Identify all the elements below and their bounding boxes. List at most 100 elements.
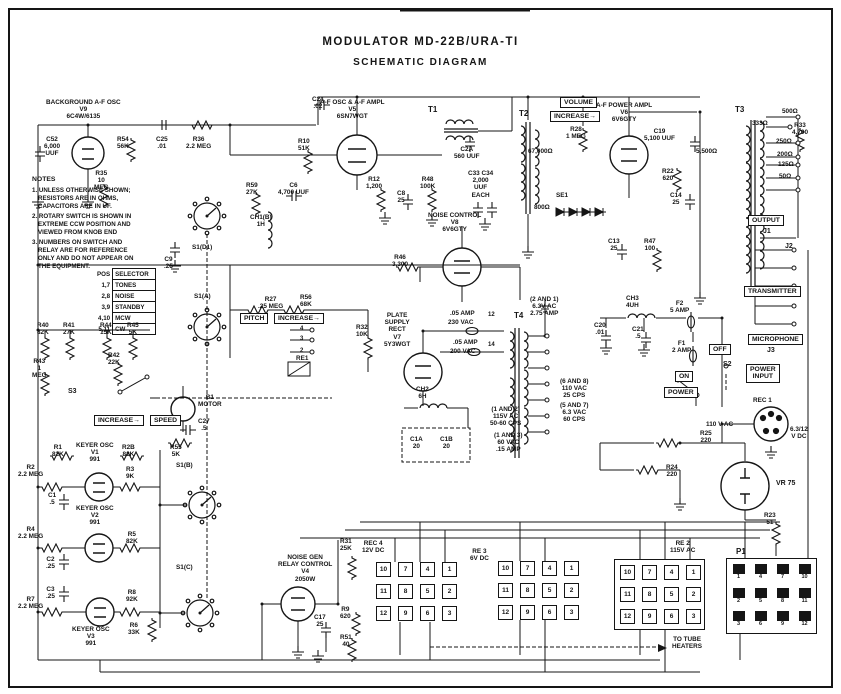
tube-v1	[84, 472, 114, 502]
label-power-box: POWER	[664, 387, 698, 399]
label-r24: R24 220	[666, 464, 678, 479]
label-volume-box: VOLUME	[560, 97, 598, 109]
selector-row-3-pos: 3,9	[101, 303, 111, 311]
label-c8: C8 25	[397, 190, 406, 205]
label-c25: C25 .01	[156, 136, 168, 151]
label-t4: T4	[514, 311, 524, 320]
label-s1c: S1(C)	[176, 564, 193, 571]
label-v110: 110 V AC	[706, 421, 734, 428]
pin-5: 5	[754, 587, 767, 605]
label-c24: C24 .02	[312, 96, 324, 111]
terminal-4: 4	[664, 565, 679, 580]
tube-vr75	[720, 461, 770, 511]
selector-row-4-pos: 4,10	[98, 314, 111, 322]
label-r22: R22 620	[662, 168, 674, 183]
label-r35: R35 10 MEG	[94, 170, 109, 192]
label-tap-50: 50Ω	[779, 173, 792, 180]
label-c1: C1 .5	[48, 492, 57, 507]
label-re1-4: 4	[300, 326, 304, 332]
tube-v4	[280, 586, 316, 622]
notes-heading: NOTES	[32, 176, 56, 183]
tubes	[71, 134, 789, 627]
label-t14: 14	[488, 342, 495, 348]
terminal-4: 4	[420, 562, 435, 577]
label-v1-lbl: KEYER OSC V1 991	[76, 442, 114, 464]
label-r41: R41 27K	[63, 322, 75, 337]
label-c3: C3 .25	[46, 586, 55, 601]
note-item-3: 3. NUMBERS ON SWITCH AND RELAY ARE FOR R…	[32, 239, 134, 271]
label-r40: R40 82K	[37, 322, 49, 337]
label-power-input-box: POWER INPUT	[746, 364, 780, 383]
terminal-7: 7	[642, 565, 657, 580]
label-transmitter-box: TRANSMITTER	[744, 286, 801, 298]
label-v4-lbl: NOISE GEN RELAY CONTROL V4 2050W	[278, 554, 333, 583]
selector-row-2-pos: 2,8	[101, 292, 111, 300]
terminal-4: 4	[542, 561, 557, 576]
terminal-9: 9	[398, 606, 413, 621]
terminal-3: 3	[686, 609, 701, 624]
note-item-1: 1. UNLESS OTHERWISE SHOWN; RESISTORS ARE…	[32, 186, 131, 210]
tube-v9	[71, 136, 105, 170]
label-f2: F2 5 AMP	[670, 300, 690, 315]
terminal-7: 7	[520, 561, 535, 576]
label-s1a: S1(A)	[194, 293, 211, 300]
label-j2: J2	[785, 243, 793, 250]
label-r47: R47 100	[644, 238, 656, 253]
label-w-6-8: (6 AND 8) 110 VAC 25 CPS	[560, 378, 589, 400]
label-f3v: 230 VAC	[448, 319, 474, 326]
label-pitch-box: PITCH	[240, 313, 269, 325]
label-v6312: 6.3/12 V DC	[790, 426, 808, 441]
label-s1b: S1(B)	[176, 462, 193, 469]
terminal-10: 10	[376, 562, 391, 577]
terminal-12: 12	[498, 605, 513, 620]
label-r48: R48 100K	[420, 176, 436, 191]
label-c52: C52 6,000 UUF	[44, 136, 60, 158]
terminal-6: 6	[542, 605, 557, 620]
pin-7: 7	[776, 564, 789, 581]
terminal-2: 2	[686, 587, 701, 602]
pin-3: 3	[732, 611, 745, 628]
label-c2: C2 .25	[46, 556, 55, 571]
label-j1: J1	[763, 228, 771, 235]
label-t12: 12	[488, 312, 495, 318]
label-heaters: TO TUBE HEATERS	[672, 636, 703, 651]
label-r55: R55 5K	[170, 444, 182, 459]
transformer-t1	[444, 119, 478, 141]
label-w-1-2: (1 AND 2) 115V AC 50-60 CPS	[490, 406, 522, 428]
transformer-t2	[520, 122, 540, 214]
label-re1-3: 3	[300, 336, 304, 342]
selector-row-1-mode: TONES	[112, 279, 157, 291]
label-output-box: OUTPUT	[748, 215, 784, 227]
selector-header-pos: POS	[97, 270, 111, 278]
schematic-title: MODULATOR MD-22B/URA-TI	[322, 36, 519, 48]
label-w-1-3: (1 AND 3) 60 VAC .15 AMP	[494, 432, 523, 454]
label-r2b: R2B 82K	[122, 444, 135, 459]
label-r4: R4 2.2 MEG	[18, 526, 44, 541]
note-item-2: 2. ROTARY SWITCH IS SHOWN IN EXTREME CCW…	[32, 213, 132, 237]
tube-v2	[84, 533, 114, 563]
terminal-11: 11	[620, 587, 635, 602]
tube-v5	[336, 134, 378, 176]
label-r5: R5 82K	[126, 531, 138, 546]
label-tap-250: 250Ω	[776, 138, 792, 145]
label-off-box: OFF	[709, 344, 731, 356]
tube-v8	[442, 247, 482, 287]
label-on-box: ON	[675, 371, 694, 383]
label-r33: R33 4,700	[792, 122, 808, 137]
label-c17: C17 25	[314, 614, 326, 629]
label-w-5-7: (5 AND 7) 6.3 VAC 60 CPS	[560, 402, 589, 424]
label-r51: R51 40	[340, 634, 352, 649]
label-v6-lbl: A-F POWER AMPL V6 6V6GTY	[596, 102, 653, 124]
label-w-2-1: (2 AND 1) 6.3V AC 2.75 AMP	[530, 296, 559, 318]
pin-8: 8	[776, 587, 789, 605]
label-re2-lbl: RE 2 115V AC	[670, 540, 696, 555]
label-j3: J3	[767, 347, 775, 354]
label-t3-pri: 5,500Ω	[696, 148, 718, 155]
label-ch2: CH2 6H	[416, 386, 429, 401]
label-c9: C9 .25	[164, 256, 173, 271]
label-r9: R9 620	[340, 606, 351, 621]
